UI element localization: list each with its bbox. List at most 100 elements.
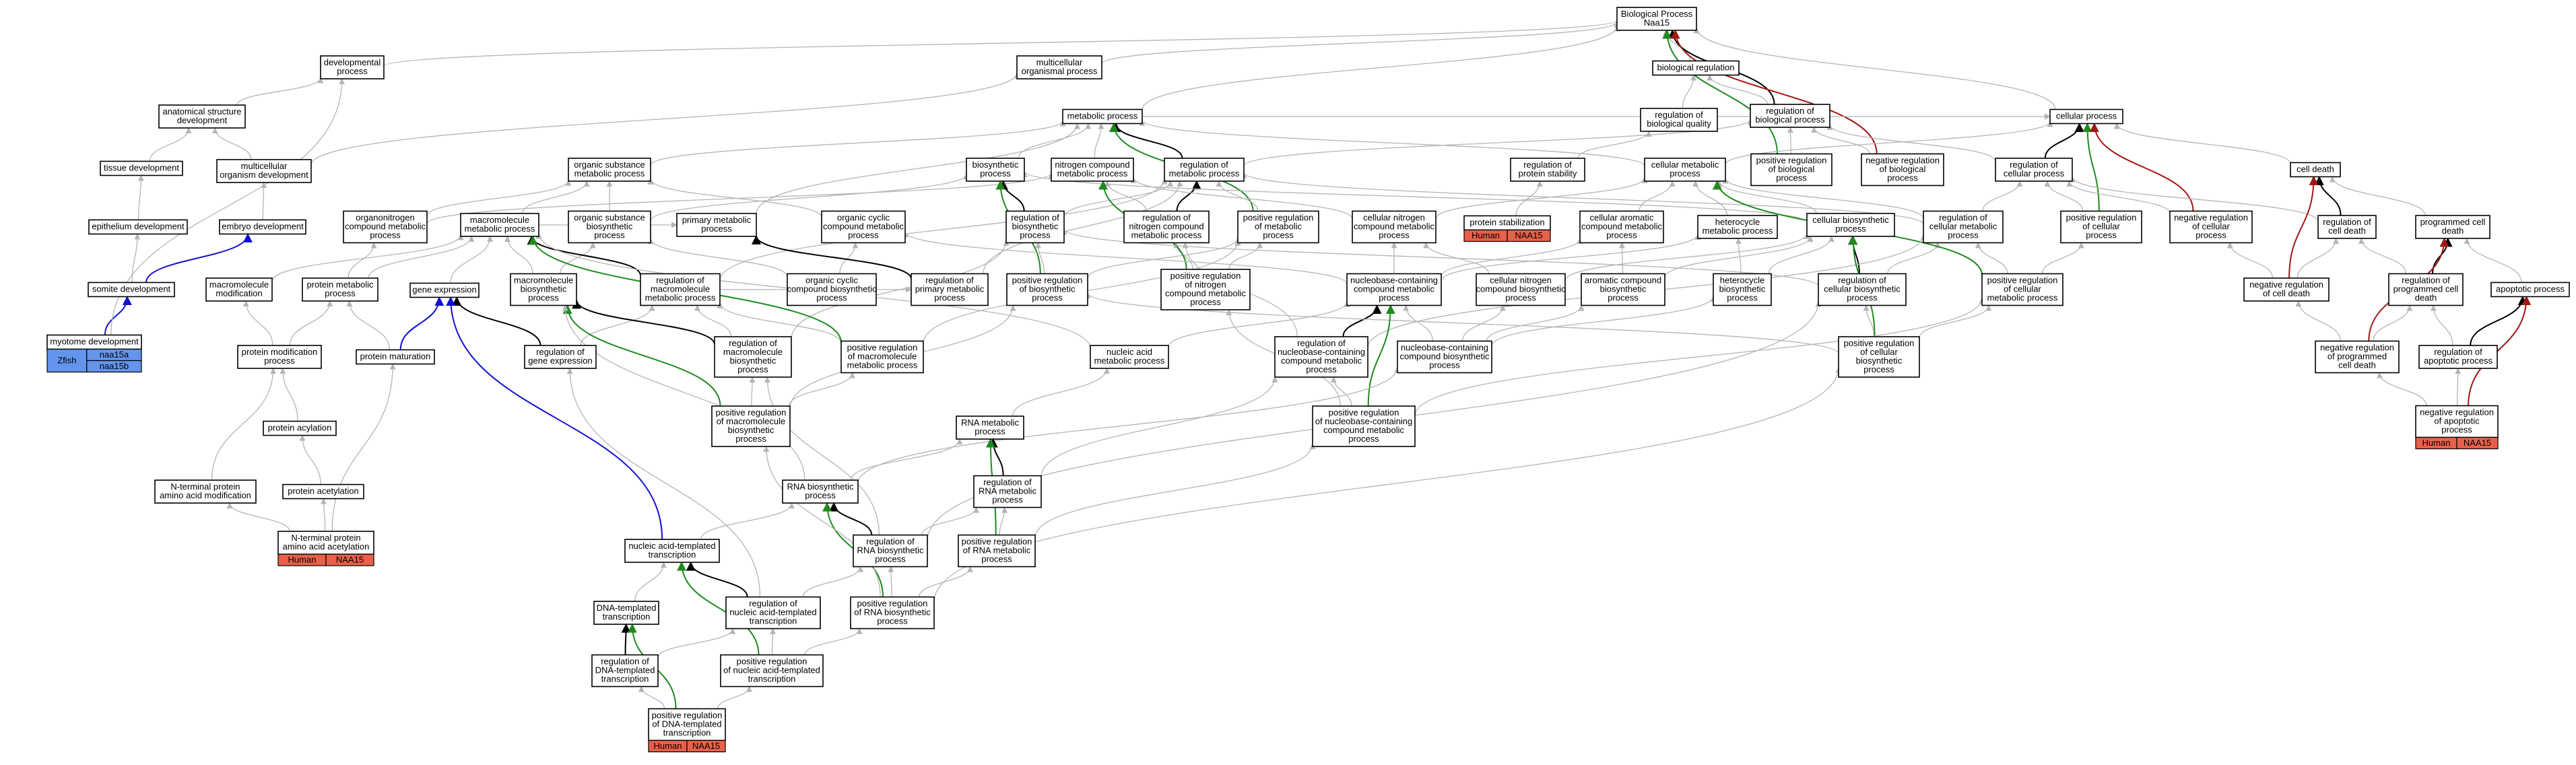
node-label: metabolic process — [1169, 168, 1240, 178]
go-node-cellproc[interactable]: cellular process — [2049, 108, 2123, 125]
go-node-celldeath[interactable]: cell death — [2290, 162, 2341, 178]
go-node-biolreg[interactable]: biological regulation — [1652, 60, 1740, 76]
node-label: heterocycle — [1720, 275, 1764, 286]
node-label: nucleic acid — [1107, 347, 1152, 357]
go-node-apoptotic[interactable]: apoptotic process — [2490, 281, 2570, 298]
go-node-geneexpr[interactable]: gene expression — [409, 282, 480, 298]
go-node-epithdev[interactable]: epithelium development — [88, 219, 188, 235]
edge-regapopt-to-apoptotic — [2470, 296, 2528, 346]
go-node-protmat[interactable]: protein maturation — [356, 349, 435, 365]
go-node-embryodev[interactable]: embryo development — [219, 219, 306, 235]
node-label: cell death — [2328, 226, 2366, 236]
go-node-regmacrobio[interactable]: regulation ofmacromoleculebiosyntheticpr… — [714, 336, 792, 378]
go-node-tissuedev[interactable]: tissue development — [100, 160, 183, 176]
node-label: compound biosynthetic — [787, 284, 877, 294]
edge-organonitro-to-orgsubst — [426, 179, 572, 217]
go-node-protacyl[interactable]: protein acylation — [263, 420, 337, 436]
go-node-somitedev[interactable]: somite development — [88, 281, 175, 298]
edge-negregapopt-to-regapopt — [2455, 368, 2462, 406]
go-node-metaproc[interactable]: metabolic process — [1062, 108, 1143, 125]
go-node-regnucleobase[interactable]: regulation ofnucleobase-containingcompou… — [1274, 336, 1368, 378]
edge-regbiosyn-to-regmeta — [1063, 180, 1174, 218]
go-node-protacet[interactable]: protein acetylation — [282, 484, 364, 500]
